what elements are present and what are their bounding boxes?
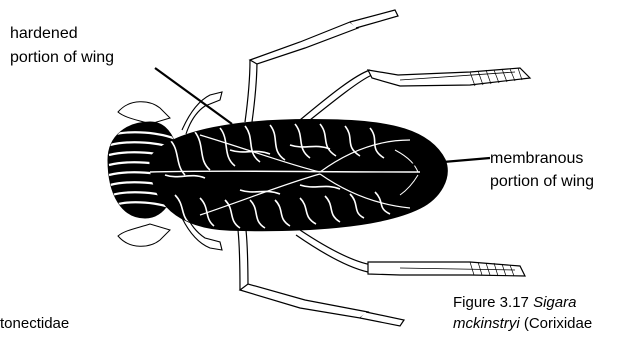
label-membranous-line1: membranous — [490, 149, 583, 168]
caption-prefix: Figure 3.17 — [453, 294, 529, 311]
caption-genus: Sigara — [533, 294, 576, 311]
caption-family: (Corixidae — [524, 315, 592, 332]
label-hardened-line2: portion of wing — [10, 48, 114, 67]
middle-leg-lower — [238, 230, 404, 326]
caption-species: mckinstryi — [453, 315, 520, 332]
label-hardened-line1: hardened — [10, 24, 78, 43]
wing-body — [150, 120, 447, 231]
figure-caption-line2: mckinstryi (Corixidae — [453, 315, 592, 333]
label-membranous-line2: portion of wing — [490, 172, 594, 191]
hind-leg-upper — [300, 68, 530, 124]
middle-leg-upper — [245, 10, 398, 122]
hind-leg-lower — [296, 230, 525, 276]
figure-caption-line1: Figure 3.17 Sigara — [453, 294, 576, 312]
cutoff-caption-text: tonectidae — [0, 315, 69, 333]
